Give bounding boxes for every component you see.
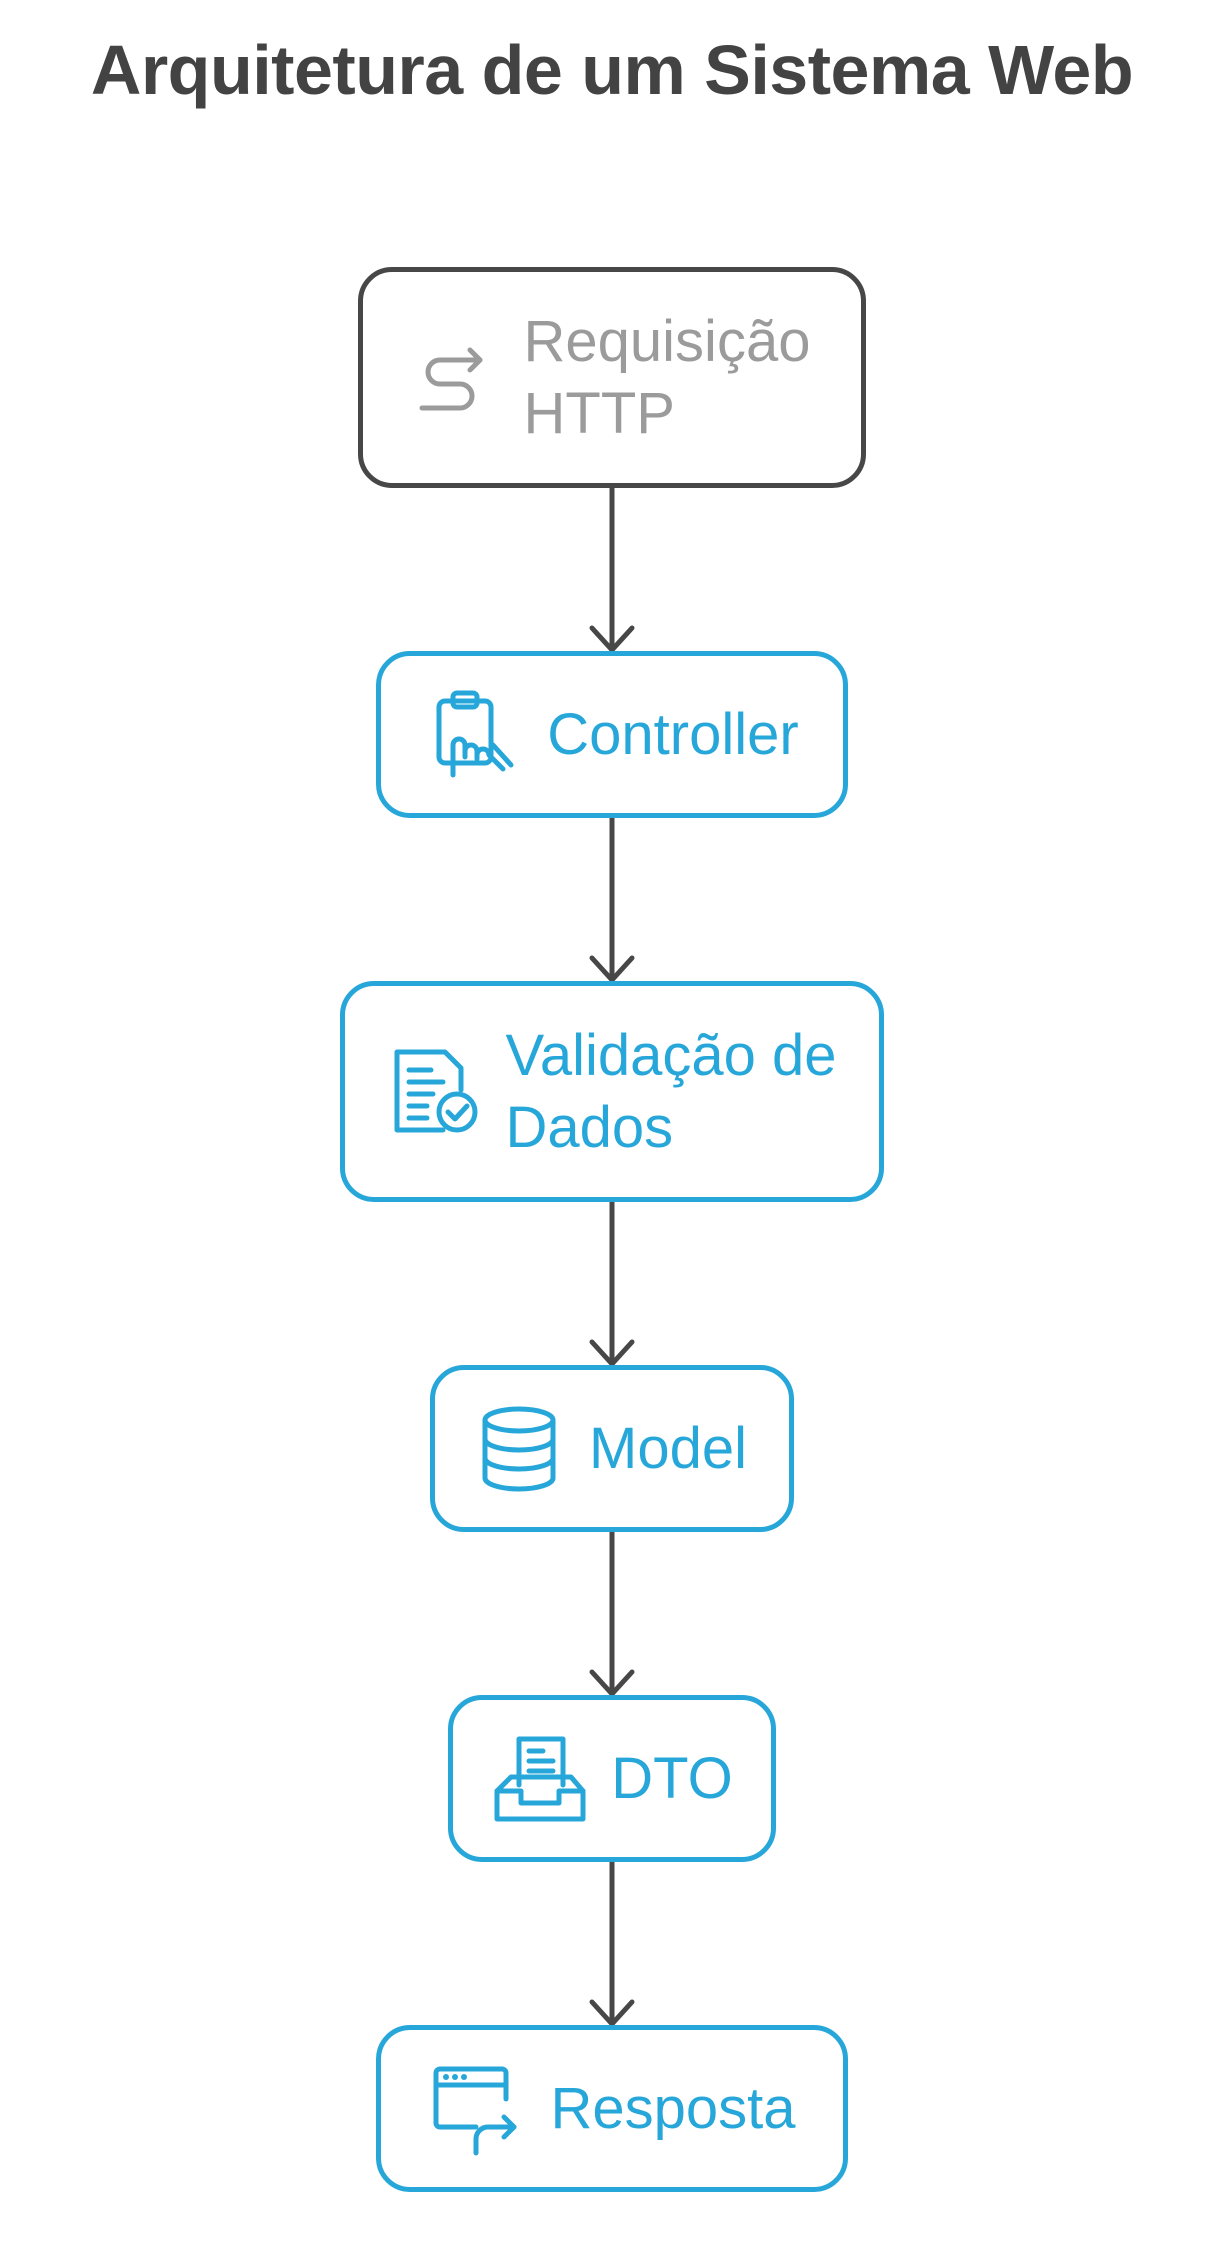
document-check-icon (394, 1049, 478, 1132)
connector-arrow-2 (589, 815, 635, 983)
node-controller: Controller (376, 651, 848, 818)
connector-arrow-5 (589, 1859, 635, 2027)
node-label: Requisição HTTP (523, 308, 811, 446)
node-requisicao-http: Requisição HTTP (358, 267, 866, 488)
node-dto: DTO (448, 1695, 776, 1862)
node-validacao-de-dados: Validação de Dados (340, 981, 884, 1202)
node-label: DTO (611, 1745, 733, 1811)
node-label: Model (589, 1415, 747, 1481)
connector-arrow-4 (589, 1529, 635, 1697)
connector-arrow-3 (589, 1199, 635, 1367)
clipboard-hand-icon (436, 690, 514, 777)
node-model: Model (430, 1365, 794, 1532)
node-label: Controller (547, 701, 799, 767)
database-icon (482, 1406, 556, 1491)
node-label: Resposta (550, 2075, 796, 2141)
node-resposta: Resposta (376, 2025, 848, 2192)
inbox-document-icon (494, 1736, 586, 1821)
connector-arrow-1 (589, 485, 635, 653)
browser-window-share-icon (433, 2066, 517, 2155)
node-label: Validação de Dados (505, 1022, 837, 1160)
route-arrows-icon (419, 347, 483, 410)
diagram-title: Arquitetura de um Sistema Web (90, 31, 1134, 109)
